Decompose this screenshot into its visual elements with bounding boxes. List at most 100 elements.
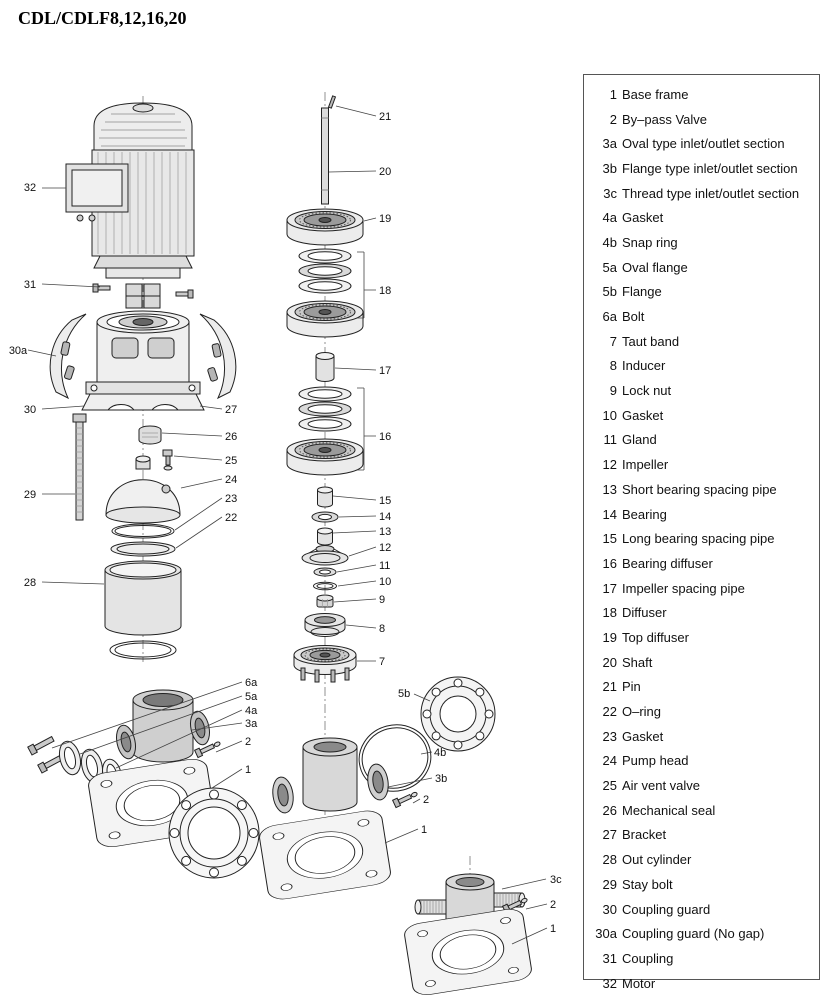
round-flange-disc xyxy=(168,787,260,879)
part-label: Pin xyxy=(622,679,641,695)
shaft xyxy=(321,107,329,205)
part-number: 16 xyxy=(602,555,617,571)
part-number: 1 xyxy=(609,86,617,102)
part-label: Lock nut xyxy=(622,383,672,399)
callout-shaft: 20 xyxy=(379,166,391,178)
callout-oval-section-3a: 3a xyxy=(245,718,258,730)
part-number: 27 xyxy=(602,827,617,843)
ring-stack-lower xyxy=(298,386,352,432)
part-label: Bolt xyxy=(622,309,645,325)
callout-lock-nut: 9 xyxy=(379,594,385,606)
part-label: By–pass Valve xyxy=(622,111,708,127)
callout-labels: 32 31 30a 30 29 28 27 26 25 24 23 22 6a … xyxy=(9,111,562,935)
part-number: 3a xyxy=(602,136,617,152)
callout-coupling-guard-nogap: 30a xyxy=(9,345,28,357)
part-label: Flange type inlet/outlet section xyxy=(622,160,798,176)
callout-bypass-right: 2 xyxy=(550,899,556,911)
parts-list-item: 27 Bracket xyxy=(584,823,819,848)
bearing-diffuser xyxy=(286,438,364,476)
part-number: 22 xyxy=(602,704,617,720)
part-label: Bracket xyxy=(622,827,667,843)
part-number: 32 xyxy=(602,975,617,991)
parts-list-item: 2 By–pass Valve xyxy=(584,107,819,132)
flange-5b xyxy=(420,676,496,752)
part-number: 18 xyxy=(602,605,617,621)
callout-mechanical-seal: 26 xyxy=(225,431,237,443)
part-label: Pump head xyxy=(622,753,689,769)
part-number: 29 xyxy=(602,876,617,892)
diffuser xyxy=(286,300,364,338)
parts-list-item: 1 Base frame xyxy=(584,82,819,107)
part-number: 9 xyxy=(609,383,617,399)
part-number: 25 xyxy=(602,778,617,794)
part-number: 6a xyxy=(602,309,617,325)
callout-motor: 32 xyxy=(24,182,36,194)
callout-base-frame-left: 1 xyxy=(245,764,251,776)
parts-list-item: 16 Bearing diffuser xyxy=(584,551,819,576)
mechanical-seal xyxy=(138,425,162,445)
callout-bearing: 14 xyxy=(379,511,391,523)
inducer xyxy=(304,613,346,637)
part-label: Gasket xyxy=(622,210,664,226)
callout-base-frame-mid: 1 xyxy=(421,824,427,836)
air-vent-valve xyxy=(162,449,173,471)
parts-list-item: 24 Pump head xyxy=(584,749,819,774)
gasket-10 xyxy=(313,581,337,591)
callout-bolt-6a: 6a xyxy=(245,677,258,689)
parts-list-item: 22 O–ring xyxy=(584,699,819,724)
part-label: Gasket xyxy=(622,407,664,423)
part-number: 24 xyxy=(602,753,617,769)
oval-flange-5a xyxy=(58,740,104,784)
part-number: 23 xyxy=(602,728,617,744)
part-label: Inducer xyxy=(622,358,666,374)
part-number: 7 xyxy=(609,333,617,349)
part-number: 30a xyxy=(595,926,617,942)
bypass-valve-mid xyxy=(391,791,418,809)
part-number: 2 xyxy=(609,111,617,127)
part-label: O–ring xyxy=(622,704,662,720)
callout-impeller: 12 xyxy=(379,542,391,554)
part-label: Short bearing spacing pipe xyxy=(622,481,777,497)
coupling xyxy=(92,283,194,309)
impeller-spacing-pipe xyxy=(315,352,335,382)
part-label: Mechanical seal xyxy=(622,802,716,818)
part-label: Base frame xyxy=(622,86,689,102)
callout-o-ring-22: 22 xyxy=(225,512,237,524)
coupling-guard-right xyxy=(199,313,237,400)
callout-flange-5b: 5b xyxy=(398,688,410,700)
callout-pump-head: 24 xyxy=(225,474,237,486)
callout-oval-flange-5a: 5a xyxy=(245,691,258,703)
exploded-diagram-svg: 32 31 30a 30 29 28 27 26 25 24 23 22 6a … xyxy=(9,92,562,995)
callout-gasket-10: 10 xyxy=(379,576,391,588)
part-number: 15 xyxy=(602,531,617,547)
part-number: 12 xyxy=(602,457,617,473)
part-number: 4a xyxy=(602,210,617,226)
taut-band-stage xyxy=(293,645,357,683)
callout-bypass-mid: 2 xyxy=(423,794,429,806)
part-label: Top diffuser xyxy=(622,629,689,645)
leader-lines xyxy=(27,105,548,945)
gland xyxy=(313,567,337,577)
bypass-valve-left xyxy=(193,741,221,759)
part-label: Bearing diffuser xyxy=(622,555,713,571)
part-number: 17 xyxy=(602,580,617,596)
